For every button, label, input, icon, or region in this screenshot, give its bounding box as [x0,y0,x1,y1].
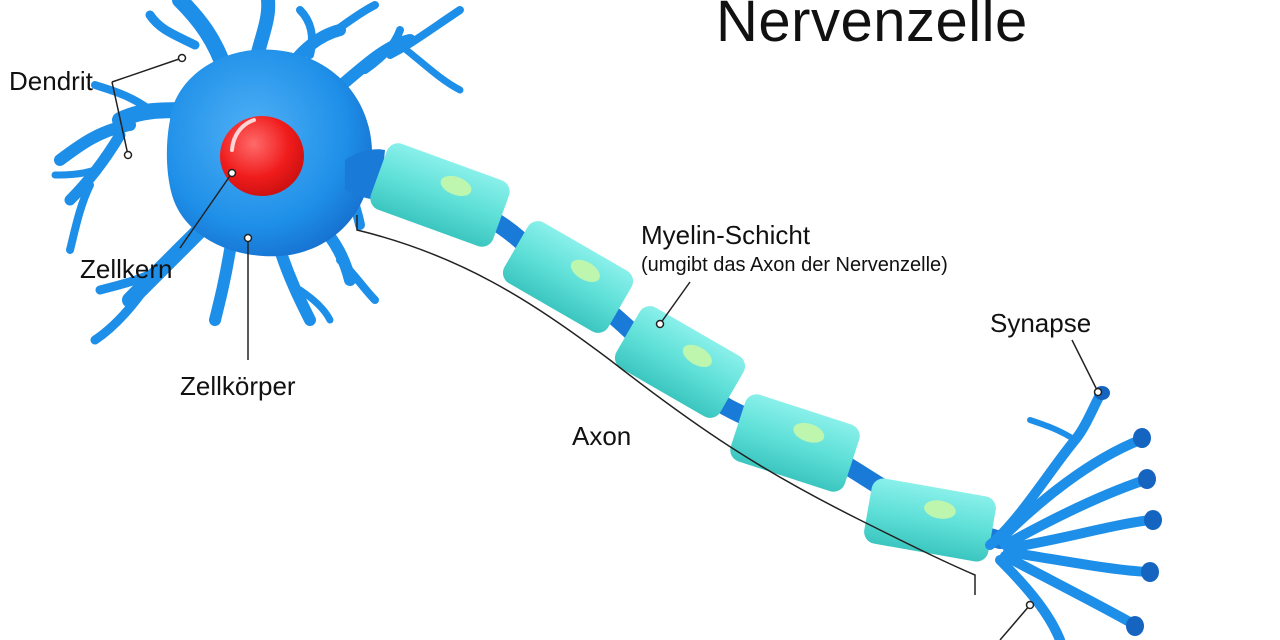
leader-dots [123,53,1103,610]
myelin-segment-1 [370,143,510,247]
myelin-segment-2 [502,221,634,333]
axon-terminals [985,390,1155,640]
axon-bracket [356,215,976,595]
label-synapse: Synapse [990,308,1092,338]
label-myelin: Myelin-Schicht [641,220,811,250]
nucleus [220,116,304,196]
nucleus-highlight [230,118,256,152]
myelin-segment-3 [614,306,746,418]
leader-lines [111,57,1099,640]
label-zellkern: Zellkern [80,254,173,284]
label-dendrit: Dendrit [9,66,93,96]
myelin-segment-4 [730,394,860,492]
label-myelin-note: (umgibt das Axon der Nervenzelle) [641,254,948,276]
myelin-sheaths [370,143,996,562]
label-axon: Axon [572,421,632,451]
diagram-title: Nervenzelle [716,0,1028,54]
label-zellkoerper: Zellkörper [180,371,296,401]
synapse-bulbs [1094,386,1162,636]
myelin-segment-5 [864,478,996,562]
